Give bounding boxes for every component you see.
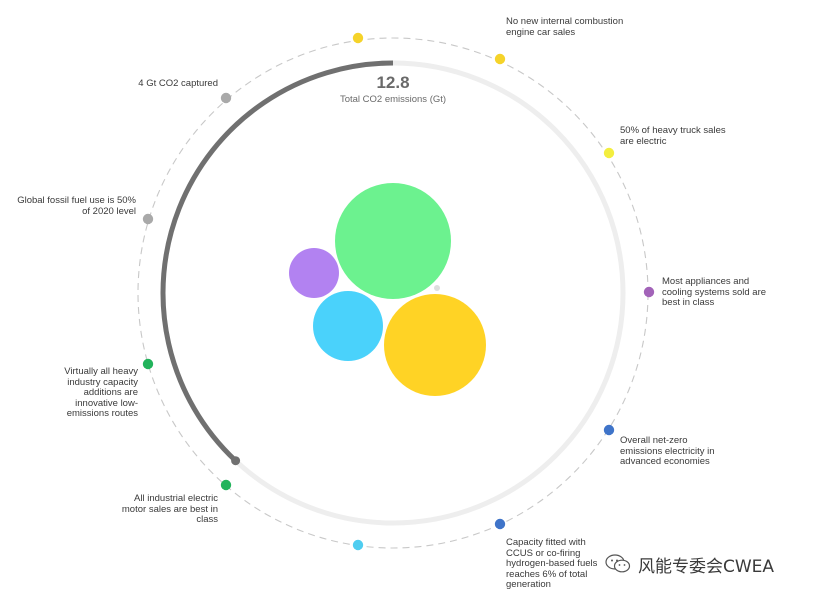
milestone-dot bbox=[142, 213, 154, 225]
progress-end-marker bbox=[231, 456, 241, 466]
milestone-dot bbox=[494, 53, 506, 65]
milestone-label: Global fossil fuel use is 50% of 2020 le… bbox=[17, 195, 136, 217]
milestone-dot bbox=[603, 424, 615, 436]
bubble-purple bbox=[289, 248, 339, 298]
emissions-progress-arc bbox=[160, 60, 394, 463]
bubble-cyan bbox=[313, 291, 383, 361]
milestone-dot bbox=[142, 358, 154, 370]
bubble-cluster bbox=[289, 183, 486, 396]
milestone-label: Most appliances and cooling systems sold… bbox=[662, 276, 767, 308]
milestone-dot bbox=[603, 147, 615, 159]
bubble-green bbox=[335, 183, 451, 299]
bubble-yellow bbox=[384, 294, 486, 396]
milestone-label: All industrial electric motor sales are … bbox=[121, 493, 218, 525]
watermark: 风能专委会CWEA bbox=[604, 551, 774, 577]
milestone-label: 4 Gt CO2 captured bbox=[138, 78, 218, 89]
total-emissions-value: 12.8 bbox=[376, 73, 410, 92]
milestone-label: Overall net-zero emissions electricity i… bbox=[620, 435, 715, 467]
watermark-text: 风能专委会CWEA bbox=[638, 556, 775, 577]
milestone-dot-unlabeled bbox=[352, 32, 364, 44]
milestone-label: 50% of heavy truck sales are electric bbox=[620, 125, 726, 147]
milestone-label: Capacity fitted with CCUS or co-firing h… bbox=[506, 537, 598, 590]
milestone-dot bbox=[643, 286, 655, 298]
milestone-label: Virtually all heavy industry capacity ad… bbox=[64, 366, 138, 419]
milestone-dot-unlabeled bbox=[352, 539, 364, 551]
wechat-icon bbox=[605, 554, 631, 573]
milestone-dot bbox=[220, 479, 232, 491]
total-emissions-caption: Total CO2 emissions (Gt) bbox=[339, 94, 447, 105]
milestone-dots bbox=[142, 32, 655, 551]
milestone-label: No new internal combustion engine car sa… bbox=[506, 16, 624, 38]
bubble-grey-small bbox=[434, 285, 440, 291]
milestone-dot bbox=[494, 518, 506, 530]
milestone-dot bbox=[220, 92, 232, 104]
